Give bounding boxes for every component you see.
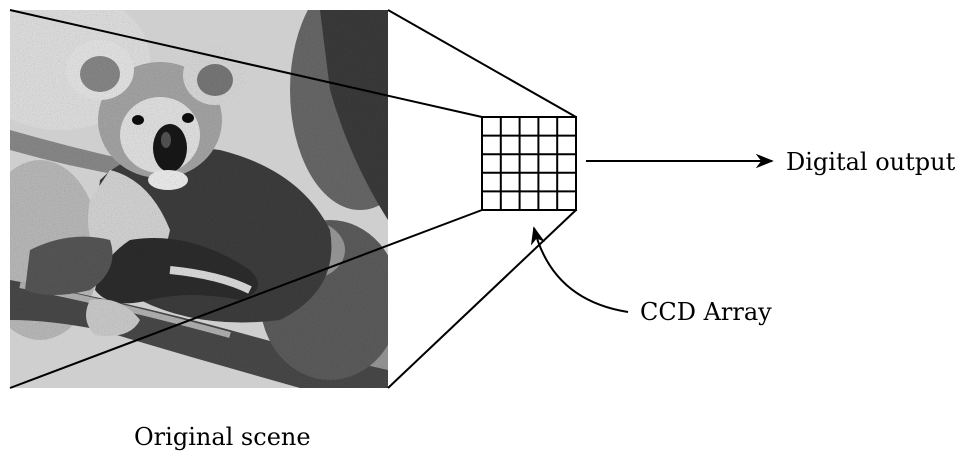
original-scene-label: Original scene — [134, 423, 311, 451]
ccd-array-grid — [481, 116, 577, 211]
koala-scene-image — [10, 10, 388, 388]
projection-line-bottom-right — [387, 209, 577, 389]
ccd-array-border — [481, 116, 577, 211]
projection-line-top-right — [387, 9, 577, 118]
ccd-array-pointer-arrow — [530, 226, 629, 313]
projection-line-bottom-left — [9, 209, 483, 389]
ccd-array-label: CCD Array — [640, 298, 772, 326]
projection-line-top-left — [9, 9, 483, 118]
digital-output-label: Digital output — [786, 148, 956, 176]
